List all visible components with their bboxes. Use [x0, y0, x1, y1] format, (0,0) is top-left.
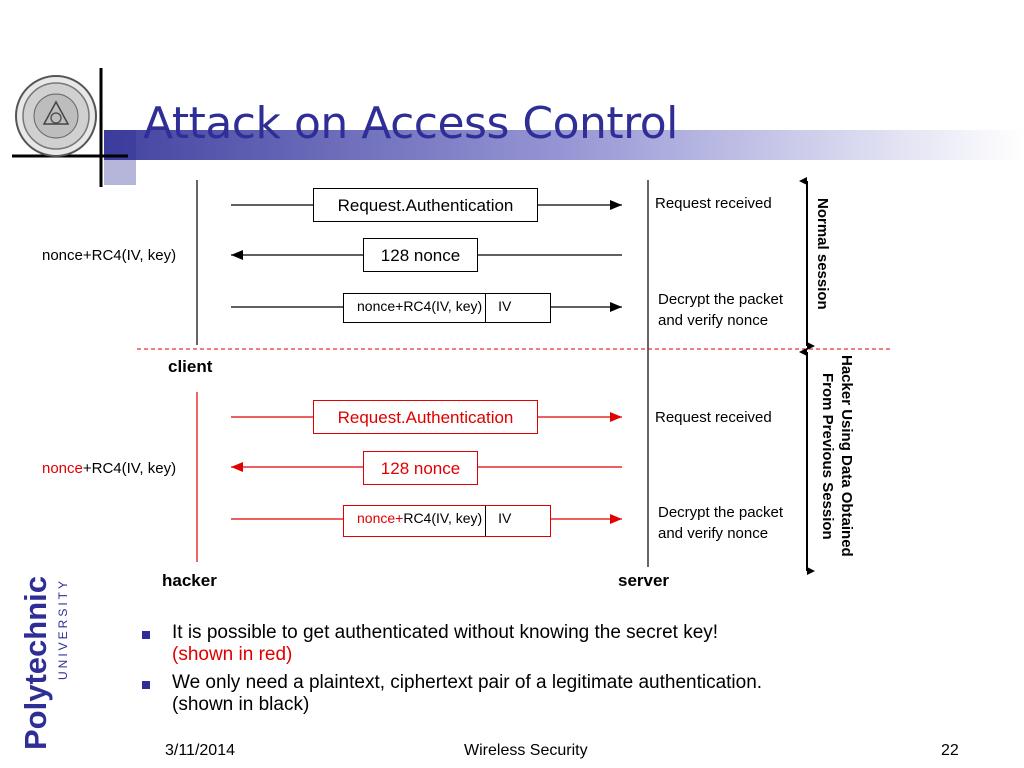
page-number: 22 [941, 742, 959, 759]
request-auth-box-attack: Request.Authentication [313, 400, 538, 434]
university-seal-logo [15, 75, 97, 157]
bullet-item: We only need a plaintext, ciphertext pai… [140, 672, 900, 716]
bullet-list: It is possible to get authenticated with… [140, 622, 900, 722]
side-label-normal-session: Normal session [814, 198, 831, 310]
title-accent-bar [104, 130, 1024, 160]
bullet-item: It is possible to get authenticated with… [140, 622, 900, 666]
request-auth-box-normal: Request.Authentication [313, 188, 538, 222]
response-iv-attack: IV [485, 506, 521, 536]
page-title: Attack on Access Control [143, 98, 678, 149]
response-ciphertext-attack: nonce+RC4(IV, key) [357, 510, 483, 526]
response-message-attack: nonce+RC4(IV, key) IV [343, 505, 551, 537]
bullet-marker [142, 631, 150, 639]
response-iv-normal: IV [485, 294, 521, 322]
nonce-box-attack: 128 nonce [363, 451, 478, 485]
footer-date: 3/11/2014 [165, 742, 235, 759]
request-received-normal: Request received [655, 195, 772, 212]
decrypt-note-normal: Decrypt the packet and verify nonce [658, 291, 784, 329]
client-nonce-label-normal: nonce+RC4(IV, key) [42, 247, 177, 264]
footer-title: Wireless Security [464, 742, 588, 759]
side-label-attack-session: Hacker Using Data Obtained From Previous… [819, 355, 855, 557]
nonce-box-normal: 128 nonce [363, 238, 478, 272]
server-label: server [618, 571, 670, 590]
request-received-attack: Request received [655, 409, 772, 426]
response-ciphertext-normal: nonce+RC4(IV, key) [357, 298, 483, 314]
bullet-marker [142, 681, 150, 689]
hacker-label: hacker [162, 571, 217, 590]
client-nonce-label-attack: nonce+RC4(IV, key) [42, 460, 177, 477]
response-message-normal: nonce+RC4(IV, key) IV [343, 293, 551, 323]
client-label: client [168, 357, 213, 376]
decrypt-note-attack: Decrypt the packet and verify nonce [658, 504, 784, 542]
